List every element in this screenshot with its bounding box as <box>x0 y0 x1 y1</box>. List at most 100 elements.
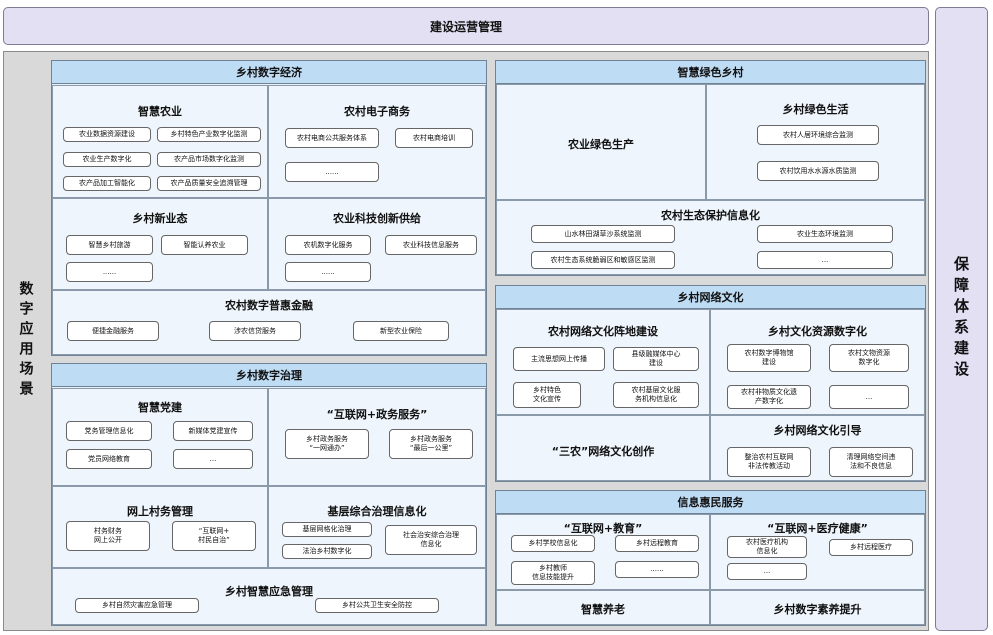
item: 涉农信贷服务 <box>209 321 301 341</box>
right-bar-label: 保障体系建设 <box>952 256 970 382</box>
section-title: 乡村绿色生活 <box>782 103 849 116</box>
section-green-living: 乡村绿色生活 农村人居环境综合监测 农村饮用水水源水质监测 <box>706 84 925 200</box>
section-title: 网上村务管理 <box>127 505 193 518</box>
panel-digital-governance: 乡村数字治理 智慧党建 党务管理信息化 新媒体党建宣传 党员网络教育 ... “… <box>51 363 487 626</box>
item: 农业生态环境监测 <box>757 225 893 243</box>
panel-title: 信息惠民服务 <box>496 491 925 514</box>
section-title: 乡村数字素养提升 <box>773 603 862 616</box>
section-culture-resources: 乡村文化资源数字化 农村数字博物馆 建设 农村文物资源 数字化 农村非物质文化遗… <box>710 309 925 415</box>
section-new-business: 乡村新业态 智慧乡村旅游 智能认养农业 ...... <box>52 198 268 290</box>
section-title: 农业绿色生产 <box>568 138 634 151</box>
panel-title: 乡村网络文化 <box>496 286 925 309</box>
section-title: “三农”网络文化创作 <box>551 445 655 458</box>
section-title: 智慧养老 <box>581 603 625 616</box>
section-title: “互联网+政务服务” <box>326 408 428 421</box>
item: 乡村政务服务 “一网通办” <box>285 429 369 459</box>
item: 农村非物质文化遗 产数字化 <box>727 385 811 409</box>
section-title: 农业科技创新供给 <box>333 212 421 225</box>
item: “互联网+ 村民自治” <box>172 521 256 551</box>
item: 乡村远程教育 <box>615 535 699 552</box>
item: 农村生态系统脆弱区和敏感区监测 <box>531 251 675 269</box>
top-bar-title: 建设运营管理 <box>429 19 502 34</box>
item: 乡村特色产业数字化监测 <box>157 127 261 142</box>
section-internet-health: “互联网+医疗健康” 农村医疗机构 信息化 乡村远程医疗 ... <box>710 514 925 590</box>
section-agri-tech: 农业科技创新供给 农机数字化服务 农业科技信息服务 ...... <box>268 198 486 290</box>
item: 乡村学校信息化 <box>511 535 595 552</box>
panel-title: 乡村数字治理 <box>52 364 486 387</box>
item: 法治乡村数字化 <box>282 544 372 559</box>
item: 农村医疗机构 信息化 <box>727 536 807 558</box>
section-title: 智慧党建 <box>138 401 182 414</box>
item: 农机数字化服务 <box>285 235 371 255</box>
section-title: 乡村智慧应急管理 <box>225 585 313 598</box>
item: 农产品加工智能化 <box>63 176 151 191</box>
top-bar: 建设运营管理 <box>3 7 929 45</box>
section-emergency: 乡村智慧应急管理 乡村自然灾害应急管理 乡村公共卫生安全防控 <box>52 568 486 625</box>
section-title: “互联网+医疗健康” <box>767 522 868 535</box>
item: 清理网络空间违 法和不良信息 <box>829 447 913 477</box>
panel-title: 智慧绿色乡村 <box>496 61 925 84</box>
section-culture-creation: “三农”网络文化创作 <box>496 415 710 481</box>
item: 乡村远程医疗 <box>829 539 913 556</box>
section-gov-services: “互联网+政务服务” 乡村政务服务 “一网通办” 乡村政务服务 “最后一公里” <box>268 388 486 486</box>
item: ...... <box>615 561 699 578</box>
item: 农村基层文化服 务机构信息化 <box>613 382 699 408</box>
item: ...... <box>285 262 371 282</box>
item: ... <box>829 385 909 409</box>
item: 县级融媒体中心 建设 <box>613 347 699 371</box>
left-label-area: 数字应用场景 <box>3 51 48 631</box>
item: 农业生产数字化 <box>63 152 151 167</box>
item: 农村数字博物馆 建设 <box>727 344 811 372</box>
right-bar: 保障体系建设 <box>935 7 988 631</box>
section-title: 基层综合治理信息化 <box>327 505 427 518</box>
section-title: 乡村新业态 <box>132 212 188 225</box>
item: 党员网络教育 <box>66 449 152 469</box>
item: 智慧乡村旅游 <box>66 235 153 255</box>
panel-smart-green: 智慧绿色乡村 农业绿色生产 乡村绿色生活 农村人居环境综合监测 农村饮用水水源水… <box>495 60 926 276</box>
section-smart-party: 智慧党建 党务管理信息化 新媒体党建宣传 党员网络教育 ... <box>52 388 268 486</box>
section-village-affairs: 网上村务管理 村务财务 网上公开 “互联网+ 村民自治” <box>52 486 268 568</box>
item: ... <box>757 251 893 269</box>
item: 农业科技信息服务 <box>385 235 477 255</box>
item: 农村电商培训 <box>395 128 473 148</box>
item: 基层网格化治理 <box>282 522 372 537</box>
section-green-production: 农业绿色生产 <box>496 84 706 200</box>
item: 党务管理信息化 <box>66 421 152 441</box>
section-culture-guidance: 乡村网络文化引导 整治农村互联网 非法传教活动 清理网络空间违 法和不良信息 <box>710 415 925 481</box>
item: 便捷金融服务 <box>67 321 159 341</box>
section-title: 农村生态保护信息化 <box>661 209 760 222</box>
section-smart-elderly-care: 智慧养老 <box>496 590 710 625</box>
section-culture-base: 农村网络文化阵地建设 主流思想网上传播 县级融媒体中心 建设 乡村特色 文化宣传… <box>496 309 710 415</box>
item: 乡村公共卫生安全防控 <box>315 598 439 613</box>
item: 新型农业保险 <box>353 321 449 341</box>
item: 农产品市场数字化监测 <box>157 152 261 167</box>
section-title: 农村数字普惠金融 <box>225 299 313 312</box>
item: 农村饮用水水源水质监测 <box>757 161 879 181</box>
item: 农业数据资源建设 <box>63 127 151 142</box>
section-title: 乡村网络文化引导 <box>773 424 862 437</box>
item: 乡村自然灾害应急管理 <box>75 598 199 613</box>
section-smart-agriculture: 智慧农业 农业数据资源建设 乡村特色产业数字化监测 农业生产数字化 农产品市场数… <box>52 85 268 198</box>
item: 农村电商公共服务体系 <box>285 128 379 148</box>
section-title: 智慧农业 <box>138 105 182 118</box>
item: ... <box>173 449 253 469</box>
item: 新媒体党建宣传 <box>173 421 253 441</box>
section-eco-protection: 农村生态保护信息化 山水林田湖草沙系统监测 农业生态环境监测 农村生态系统脆弱区… <box>496 200 925 275</box>
left-label: 数字应用场景 <box>17 281 34 401</box>
panel-network-culture: 乡村网络文化 农村网络文化阵地建设 主流思想网上传播 县级融媒体中心 建设 乡村… <box>495 285 926 482</box>
item: 乡村政务服务 “最后一公里” <box>389 429 473 459</box>
item: 农产品质量安全追溯管理 <box>157 176 261 191</box>
section-title: 农村电子商务 <box>344 105 410 118</box>
panel-digital-economy: 乡村数字经济 智慧农业 农业数据资源建设 乡村特色产业数字化监测 农业生产数字化… <box>51 60 487 356</box>
section-title: 农村网络文化阵地建设 <box>548 325 658 338</box>
panel-title: 乡村数字经济 <box>52 61 486 84</box>
section-title: “互联网+教育” <box>563 522 643 535</box>
section-grassroots-governance: 基层综合治理信息化 基层网格化治理 法治乡村数字化 社会治安综合治理 信息化 <box>268 486 486 568</box>
item: 山水林田湖草沙系统监测 <box>531 225 675 243</box>
item: 乡村教师 信息技能提升 <box>511 561 595 585</box>
item: ...... <box>285 162 379 182</box>
item: ...... <box>66 262 153 282</box>
section-rural-ecommerce: 农村电子商务 农村电商公共服务体系 农村电商培训 ...... <box>268 85 486 198</box>
item: 整治农村互联网 非法传教活动 <box>727 447 811 477</box>
item: 农村人居环境综合监测 <box>757 125 879 145</box>
